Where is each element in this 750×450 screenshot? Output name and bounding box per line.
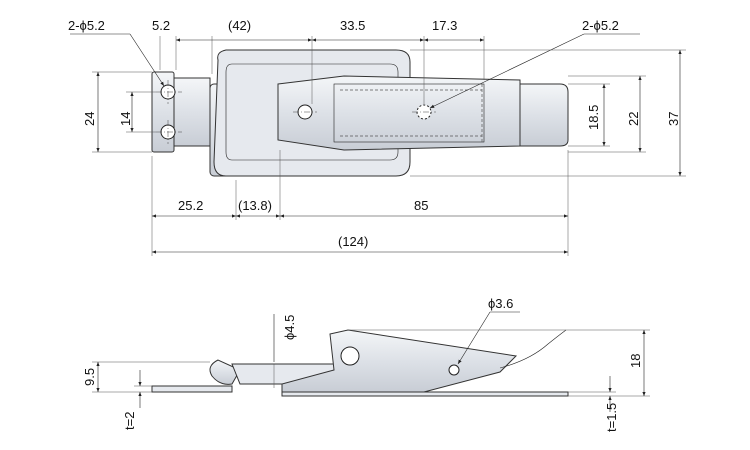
side-hinge-curl (209, 359, 241, 385)
label-13-8: (13.8) (238, 198, 272, 213)
label-37: 37 (666, 112, 681, 126)
label-t-1-5: t=1.5 (604, 403, 619, 432)
label-33-5: 33.5 (340, 18, 365, 33)
label-42: (42) (228, 18, 251, 33)
label-85: 85 (414, 198, 428, 213)
side-pivot-pin (340, 346, 360, 366)
label-holes-right: 2-ϕ5.2 (582, 18, 619, 33)
label-phi-4-5: ϕ4.5 (282, 315, 297, 340)
side-strike-plate (281, 391, 569, 397)
label-5-2: 5.2 (152, 18, 170, 33)
side-base-plate (151, 385, 233, 393)
side-view: ϕ4.5 ϕ3.6 9.5 18 t=2 t=1.5 (82, 296, 650, 432)
base-plate-flange (173, 77, 211, 147)
label-9-5: 9.5 (82, 368, 97, 386)
side-spring-arm (499, 329, 567, 369)
side-lever (281, 329, 518, 393)
label-25-2: 25.2 (178, 198, 203, 213)
lever-inner (333, 83, 485, 143)
label-t-2: t=2 (122, 412, 137, 430)
label-phi-3-6: ϕ3.6 (488, 296, 513, 311)
label-124: (124) (338, 234, 368, 249)
side-hole-3-6 (448, 364, 460, 376)
label-24: 24 (82, 112, 97, 126)
label-18: 18 (628, 354, 643, 368)
label-18-5: 18.5 (586, 105, 601, 130)
label-holes-left: 2-ϕ5.2 (68, 18, 105, 33)
top-view: 2-ϕ5.2 5.2 (42) 33.5 17.3 2-ϕ5.2 24 14 (68, 18, 686, 256)
keeper-tongue (519, 83, 569, 147)
label-14: 14 (118, 112, 133, 126)
label-22: 22 (626, 112, 641, 126)
label-17-3: 17.3 (432, 18, 457, 33)
